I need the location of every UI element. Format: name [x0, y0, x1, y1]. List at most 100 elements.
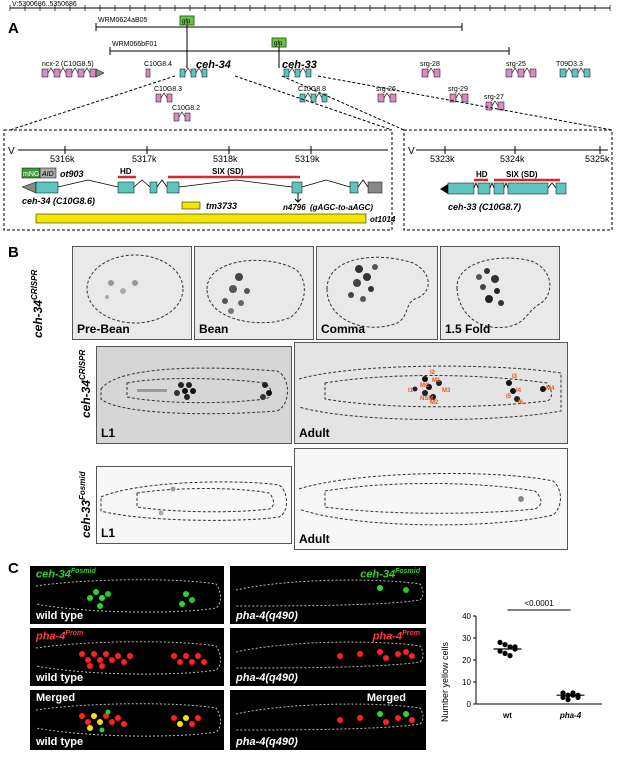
chart-ylabel: Number yellow cells: [440, 641, 450, 722]
gene-t09d33: T09D3.3: [556, 61, 583, 68]
svg-text:I2: I2: [430, 370, 436, 376]
y-tick-label: 10: [462, 678, 471, 687]
aid-tag: [39, 167, 57, 179]
p-value-label: <0.0001: [524, 599, 554, 608]
tick-5325k: 5325k: [585, 154, 610, 164]
ot1014-bar: [35, 213, 367, 224]
c-row1-wt: wild type: [36, 610, 84, 622]
gene-srg26: srg-26: [376, 86, 396, 93]
embryo-15fold: 1.5 Fold: [440, 246, 560, 340]
gene-ncx2: ncx-2 (C10G8.5): [42, 61, 94, 68]
tm3733-label: tm3733: [206, 201, 237, 211]
c-green-wt: ceh-34Fosmid wild type: [30, 566, 224, 624]
y-tick-label: 30: [462, 634, 471, 643]
tick-5317k: 5317k: [132, 154, 157, 164]
gene-srg29: srg-29: [448, 86, 468, 93]
hd-label-left: HD: [120, 167, 132, 176]
svg-text:I4: I4: [516, 388, 522, 394]
stage-l1: L1: [101, 426, 116, 440]
gene-ceh34: ceh-34: [196, 59, 231, 71]
adult-ceh34-image: Adult: [294, 342, 568, 444]
l1-ceh33-image: L1: [96, 466, 292, 544]
svg-text:I1: I1: [408, 388, 414, 394]
stage-15fold: 1.5 Fold: [445, 322, 491, 336]
gene-model-c10g88: [299, 92, 328, 103]
c-row3-mut: pha-4(q490): [236, 736, 298, 748]
gene-model-c10g82: [173, 111, 191, 122]
ceh33-gene-model: [440, 181, 567, 195]
x-category-label: pha-4: [559, 711, 582, 720]
mng-label: mNG: [23, 171, 39, 178]
data-point: [502, 642, 508, 648]
gene-model-srg28: [421, 67, 441, 78]
c-merged-wt: Merged wild type: [30, 690, 224, 750]
gene-model-ceh34: [179, 67, 208, 78]
panel-a-letter: A: [8, 20, 19, 37]
c-merged-right-label: Merged: [366, 692, 406, 704]
stage-l1-b: L1: [101, 526, 116, 540]
c-red-mut: pha-4Prom pha-4(q490): [230, 628, 426, 686]
c-row2-mut: pha-4(q490): [236, 672, 298, 684]
gene-c10g84: C10G8.4: [144, 61, 172, 68]
data-point: [565, 697, 571, 703]
gene-model-srg29: [449, 92, 469, 103]
svg-text:MC: MC: [420, 383, 430, 389]
svg-text:I6: I6: [518, 400, 524, 406]
hd-label-right: HD: [476, 170, 488, 179]
c-row2-right-label: pha-4Prom: [372, 630, 420, 643]
svg-text:M1: M1: [432, 378, 441, 384]
stage-adult-b: Adult: [299, 532, 330, 546]
panel-a-diagram: V:5300686..5350686 WRM0624aB05 WRM066bF0…: [3, 1, 613, 231]
ceh34-gene-name: ceh-34 (C10G8.6): [22, 196, 95, 206]
l1-ceh34-image: L1: [96, 346, 292, 444]
gene-model-ncx2: [41, 67, 105, 78]
zoom-right-chrom: V: [408, 146, 415, 157]
gene-model-t09d33: [559, 67, 591, 78]
c-row3-wt: wild type: [36, 736, 84, 748]
c-row2-left-label: pha-4Prom: [36, 630, 84, 643]
svg-text:M3: M3: [442, 388, 451, 394]
embryo-bean: Bean: [194, 246, 314, 340]
stage-prebean: Pre-Bean: [77, 322, 130, 336]
gfp1-label: gfp: [182, 19, 191, 25]
stage-comma: Comma: [321, 322, 366, 336]
c-merged-left-label: Merged: [36, 692, 76, 704]
data-point: [560, 690, 566, 696]
tm3733-bar: [181, 201, 201, 210]
embryo-comma: Comma: [316, 246, 438, 340]
gene-ceh33: ceh-33: [282, 59, 317, 71]
gene-srg25: srg-25: [506, 61, 526, 68]
data-point: [507, 644, 513, 650]
x-category-label: wt: [502, 711, 512, 720]
data-point: [512, 644, 518, 650]
row2-gene-label: ceh-34CRISPR: [78, 349, 93, 418]
adult-ceh33-image: Adult: [294, 448, 568, 550]
y-tick-label: 0: [467, 700, 472, 709]
gene-srg27: srg-27: [484, 94, 504, 101]
c-row1-right-label: ceh-34Fosmid: [360, 568, 420, 581]
aid-label: AID: [41, 171, 54, 178]
row1-gene-label: ceh-34CRISPR: [30, 269, 45, 338]
zoom-box-ceh33: [403, 129, 613, 231]
tick-5324k: 5324k: [500, 154, 525, 164]
data-point: [507, 653, 513, 659]
neuron-labels: I2 MC NSM M1 M2 M3 M4 I1 I3 I4 I5 I6: [408, 370, 555, 406]
svg-text:NSM: NSM: [420, 396, 433, 402]
n4796-label: n4796: [283, 203, 306, 212]
gene-model-c10g83: [155, 92, 173, 103]
y-tick-label: 40: [462, 612, 471, 621]
embryo-prebean: Pre-Bean: [72, 246, 192, 340]
gene-model-ceh33: [283, 67, 312, 78]
tick-5323k: 5323k: [430, 154, 455, 164]
six-label-right: SIX (SD): [506, 170, 538, 179]
svg-text:I5: I5: [506, 394, 512, 400]
ot1014-label: ot1014: [370, 215, 396, 224]
c-red-wt: pha-4Prom wild type: [30, 628, 224, 686]
zoom-box-ceh34: [3, 129, 393, 231]
c-row1-left-label: ceh-34Fosmid: [36, 568, 96, 581]
coordinate-text: V:5300686..5350686: [12, 1, 77, 8]
data-point: [502, 650, 508, 656]
gfp2-label: gfp: [274, 41, 283, 47]
stage-adult: Adult: [299, 426, 330, 440]
